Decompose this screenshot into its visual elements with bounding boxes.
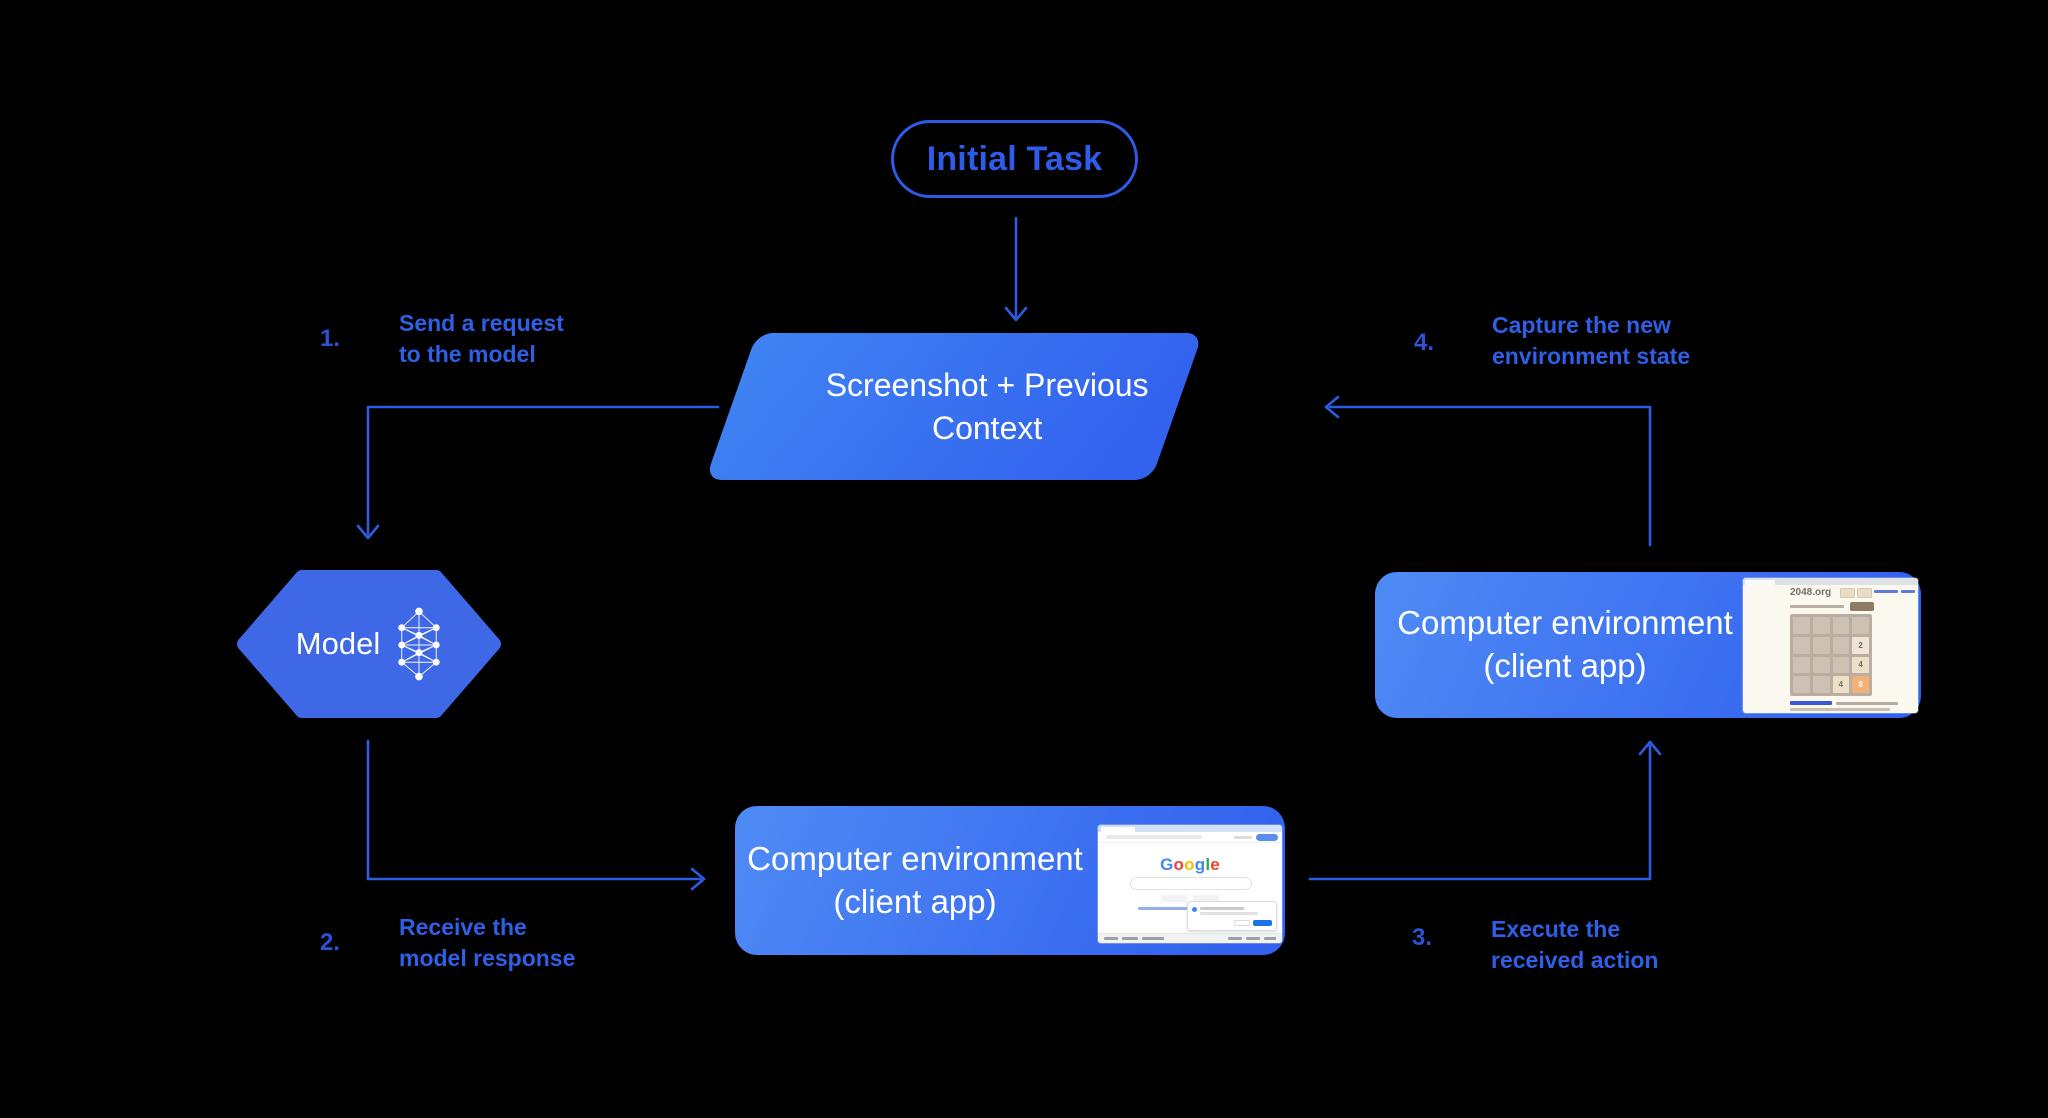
game-empty-cell: [1832, 656, 1850, 674]
game-empty-cell: [1793, 676, 1810, 693]
model-label: Model: [295, 626, 381, 661]
header-link: [1874, 590, 1898, 593]
google-logo-letter: o: [1184, 855, 1195, 874]
game-empty-cell: [1812, 636, 1830, 654]
initial-task-node: Initial Task: [891, 120, 1138, 198]
google-logo: Google: [1098, 855, 1282, 875]
step-1-label: Send a request to the model: [399, 310, 564, 367]
initial-task-label: Initial Task: [926, 139, 1103, 178]
game-empty-cell: [1793, 636, 1810, 654]
dialog-primary-button: [1253, 920, 1272, 926]
game-tile-4: 4: [1852, 656, 1869, 674]
lucky-button: [1193, 895, 1219, 902]
game-tile-4: 4: [1832, 676, 1850, 693]
score-box: [1840, 588, 1855, 598]
google-logo-letter: e: [1210, 855, 1220, 874]
consent-dialog: [1187, 901, 1277, 931]
env-bottom-subtitle: (client app): [833, 882, 997, 920]
arrow-model-to-env: [366, 739, 706, 891]
game-empty-cell: [1852, 617, 1869, 634]
arrow-context-to-model: [356, 405, 720, 540]
step-2-label: Receive the model response: [399, 914, 576, 971]
game-tile-2: 2: [1852, 636, 1869, 654]
game-site-title: 2048.org: [1790, 587, 1832, 598]
step-3-number: 3.: [1412, 924, 1433, 951]
search-button: [1161, 895, 1187, 902]
browser-tab-bar: [1743, 578, 1918, 585]
model-node: Model: [240, 571, 498, 717]
game-empty-cell: [1812, 676, 1830, 693]
step-3-label: Execute the received action: [1491, 916, 1659, 973]
game-empty-cell: [1832, 617, 1850, 634]
step-4-number: 4.: [1414, 329, 1435, 356]
game-empty-cell: [1812, 656, 1830, 674]
google-footer: [1098, 933, 1282, 943]
arrow-env2-to-context: [1324, 395, 1652, 547]
google-logo-letter: o: [1173, 855, 1185, 874]
browser-tab-bar: [1098, 825, 1282, 832]
model-node-shape: [237, 570, 501, 718]
new-game-button: [1850, 602, 1874, 611]
game-empty-cell: [1793, 656, 1810, 674]
dialog-secondary-button: [1234, 920, 1250, 926]
game-tile-8: 8: [1852, 676, 1869, 693]
gmail-images-links: [1234, 836, 1252, 839]
step-4-label: Capture the new environment state: [1492, 312, 1691, 369]
google-browser-thumbnail: Google: [1098, 825, 1282, 943]
google-logo-letter: G: [1160, 855, 1174, 874]
google-logo-letter: g: [1194, 855, 1206, 874]
screenshot-context-node: Screenshot + Previous Context: [705, 333, 1203, 480]
screenshot-context-label: Screenshot + Previous Context: [825, 367, 1149, 446]
header-link: [1901, 590, 1915, 593]
step-1-number: 1.: [320, 325, 341, 352]
computer-env-bottom-node: Computer environment (client app) Google: [735, 806, 1285, 955]
env-right-subtitle: (client app): [1483, 647, 1647, 684]
game-empty-cell: [1793, 617, 1810, 634]
game-empty-cell: [1812, 617, 1830, 634]
env-bottom-title: Computer environment: [747, 839, 1083, 877]
computer-env-right-node: Computer environment (client app) 2048.o…: [1375, 572, 1921, 718]
browser-toolbar: [1098, 832, 1282, 843]
neural-network-icon: [398, 607, 440, 681]
game-empty-cell: [1832, 636, 1850, 654]
how-to-play-link: [1790, 701, 1832, 705]
best-score-box: [1857, 588, 1872, 598]
step-2-number: 2.: [320, 929, 341, 956]
arrow-env-to-env2: [1308, 740, 1662, 881]
arrow-initialtask-to-context: [1004, 216, 1028, 322]
env-right-title: Computer environment: [1397, 604, 1733, 642]
sign-in-button: [1256, 834, 1278, 841]
google-search-box: [1130, 877, 1252, 890]
google-logo-letter: l: [1205, 855, 1211, 874]
